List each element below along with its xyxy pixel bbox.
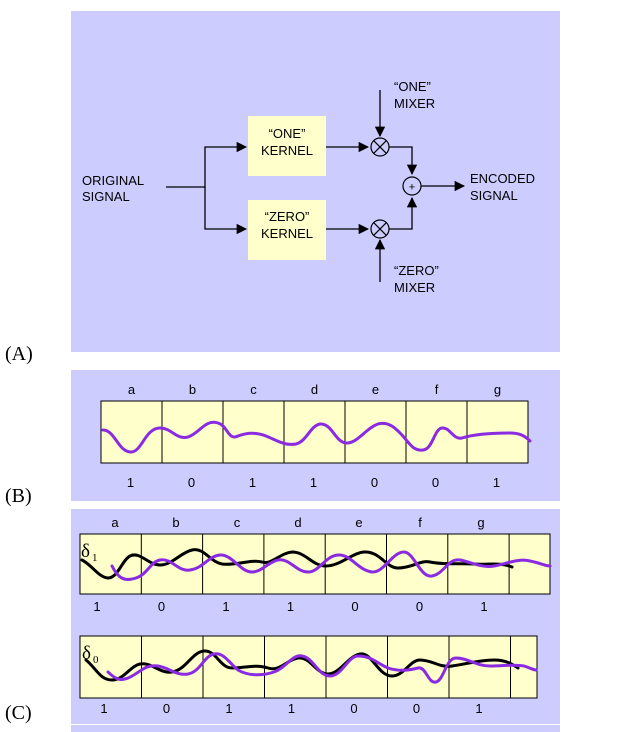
panel-c-letter: d [294, 515, 301, 530]
delta-one-subscript: 1 [92, 552, 98, 564]
panel-b-letter: a [128, 382, 136, 397]
zero-kernel-label-line2: KERNEL [261, 226, 313, 241]
panel-b-letter: d [311, 382, 318, 397]
one-mixer-label-line1: “ONE” [394, 79, 431, 94]
panel-b-letters: a b c d e f g [128, 382, 501, 397]
panel-c-bottom-purple-curve [106, 652, 538, 684]
original-signal-label-line1: ORIGINAL [82, 173, 144, 188]
panel-c-top-dividers [140, 534, 510, 594]
block-diagram: ORIGINAL SIGNAL “ONE” KERNEL “ZERO” KERN… [82, 79, 535, 295]
panel-b-bit: 1 [127, 475, 134, 490]
panel-b-bit: 1 [493, 475, 500, 490]
panel-c-letter: g [477, 515, 484, 530]
panel-c-top-bit: 1 [222, 599, 229, 614]
panel-c-bottom-bit: 1 [288, 701, 295, 716]
panel-c-top-bit: 0 [351, 599, 358, 614]
panel-b-letter: g [494, 382, 501, 397]
panel-label-b: (B) [5, 485, 32, 507]
delta-zero-symbol: δ [82, 643, 91, 664]
panel-b-letter: c [250, 382, 257, 397]
panel-c-letter: f [418, 515, 422, 530]
panel-b-bit: 1 [249, 475, 256, 490]
panel-d-background [71, 725, 560, 732]
zero-mixer-label-line2: MIXER [394, 280, 435, 295]
panel-b-box [100, 400, 529, 464]
panel-b-bits: 1 0 1 1 0 0 1 [127, 475, 500, 490]
panel-b-dividers [161, 401, 468, 463]
panel-c-bottom-bit: 1 [475, 701, 482, 716]
one-mixer-multiplier-icon [370, 137, 390, 157]
panel-c-top-bit: 1 [93, 599, 100, 614]
panel-c-top-bit: 1 [287, 599, 294, 614]
zero-kernel-label-line1: “ZERO” [265, 209, 310, 224]
delta-zero-subscript: 0 [93, 654, 99, 666]
split-arrow-upper [166, 141, 248, 188]
zero-mixer-to-adder-arrow [389, 196, 418, 230]
panel-c-letters: a b c d e f g [111, 515, 484, 530]
panel-label-a: (A) [5, 343, 33, 365]
panel-c-letter: e [355, 515, 362, 530]
panel-b-bit: 0 [188, 475, 195, 490]
panel-c-bottom-bit: 0 [350, 701, 357, 716]
panel-c-bottom-bits: 1 0 1 1 0 0 1 [100, 701, 482, 716]
one-mixer-label-line2: MIXER [394, 96, 435, 111]
original-signal-label-line2: SIGNAL [82, 189, 130, 204]
one-mixer-to-adder-arrow [389, 146, 418, 176]
panel-c-bottom-bit: 0 [413, 701, 420, 716]
panel-c-top-strip: a b c d e f g 1 0 1 1 0 0 1 δ 1 [79, 515, 552, 614]
panel-c-top-bits: 1 0 1 1 0 0 1 [93, 599, 487, 614]
zero-mixer-multiplier-icon [370, 219, 390, 239]
panel-c-top-purple-curve [110, 550, 552, 581]
split-arrow-lower [204, 187, 248, 235]
panel-b-letter: e [372, 382, 379, 397]
adder-symbol: + [409, 182, 415, 194]
panel-c-letter: c [234, 515, 241, 530]
panel-c-top-black-curve [80, 548, 514, 580]
one-kernel-label-line2: KERNEL [261, 143, 313, 158]
one-kernel-box [248, 116, 326, 176]
panel-label-c: (C) [5, 702, 32, 724]
panel-c-top-bit: 0 [416, 599, 423, 614]
panel-c-top-bit: 0 [158, 599, 165, 614]
panel-c-bottom-strip: 1 0 1 1 0 0 1 δ 0 [79, 635, 538, 716]
panel-c-bottom-bit: 1 [225, 701, 232, 716]
panel-c-letter: b [172, 515, 179, 530]
panel-b-encoded-signal-curve [101, 420, 532, 454]
panel-c-bottom-bit: 1 [100, 701, 107, 716]
panel-c-letter: a [111, 515, 119, 530]
panel-b-bit: 1 [310, 475, 317, 490]
zero-kernel-box [248, 200, 326, 260]
panel-b-bit: 0 [432, 475, 439, 490]
panel-b-strip: a b c d e f g 1 0 1 1 0 0 1 [100, 382, 532, 490]
zero-mixer-label-line1: “ZERO” [394, 263, 439, 278]
panel-b-letter: b [189, 382, 196, 397]
encoded-signal-label-line2: SIGNAL [470, 188, 518, 203]
panel-a-background [71, 11, 560, 352]
panel-c-top-bit: 1 [480, 599, 487, 614]
encoded-signal-label-line1: ENCODED [470, 171, 535, 186]
panel-b-letter: f [435, 382, 439, 397]
panel-b-bit: 0 [371, 475, 378, 490]
one-kernel-label-line1: “ONE” [269, 126, 306, 141]
adder-icon: + [402, 176, 422, 196]
delta-one-symbol: δ [81, 541, 90, 562]
panel-c-bottom-bit: 0 [163, 701, 170, 716]
